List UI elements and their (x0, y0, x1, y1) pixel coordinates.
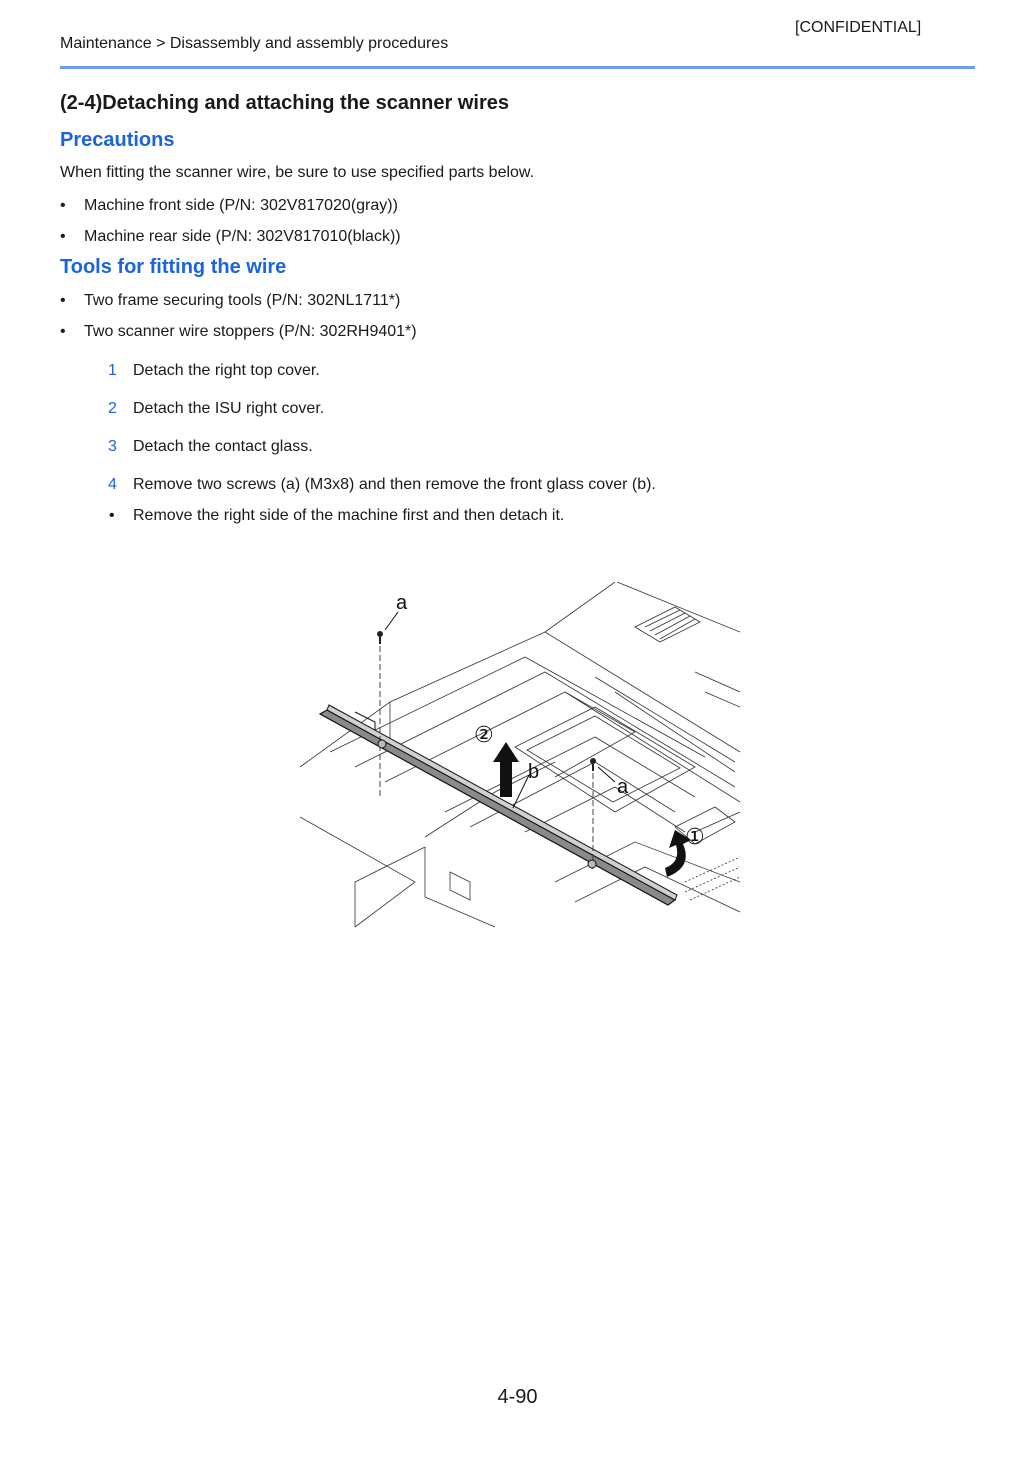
precaution-item-text: Machine front side (P/N: 302V817020(gray… (84, 197, 398, 214)
screw-icon (590, 758, 596, 771)
step-item: 3 Detach the contact glass. (108, 438, 313, 456)
callout-2: ② (474, 723, 494, 748)
step-number: 1 (108, 362, 117, 379)
step-note-text: Remove the right side of the machine fir… (133, 507, 565, 524)
step-text: Detach the ISU right cover. (133, 400, 325, 417)
precaution-item-text: Machine rear side (P/N: 302V817010(black… (84, 228, 401, 245)
label-cover-b: b (528, 761, 539, 783)
bullet-marker: • (60, 292, 66, 309)
breadcrumb: Maintenance > Disassembly and assembly p… (60, 35, 449, 52)
step-item: 1 Detach the right top cover. (108, 362, 320, 380)
precautions-intro: When fitting the scanner wire, be sure t… (60, 164, 535, 181)
step-text: Remove two screws (a) (M3x8) and then re… (133, 476, 656, 493)
header-rule (60, 66, 975, 69)
arrow-up-icon (493, 742, 519, 797)
curved-arrow-icon (665, 830, 691, 877)
label-screw-a-top: a (396, 592, 408, 614)
page-number: 4-90 (497, 1386, 538, 1408)
step-item: 2 Detach the ISU right cover. (108, 400, 324, 418)
bullet-marker: • (109, 507, 115, 524)
label-screw-a-right: a (617, 776, 629, 798)
step-number: 3 (108, 438, 117, 455)
step-item: 4 Remove two screws (a) (M3x8) and then r… (108, 476, 656, 494)
bullet-marker: • (60, 228, 66, 245)
scanner-figure: a a b ② ① (299, 582, 740, 928)
step-number: 4 (108, 476, 117, 493)
tools-heading: Tools for fitting the wire (60, 256, 287, 278)
callout-1: ① (685, 825, 705, 850)
front-glass-cover (318, 704, 678, 906)
tool-item-text: Two frame securing tools (P/N: 302NL1711… (84, 292, 401, 309)
screw-icon (377, 631, 383, 644)
step-number: 2 (108, 400, 117, 417)
bullet-marker: • (60, 323, 66, 340)
bullet-marker: • (60, 197, 66, 214)
section-title: (2-4)Detaching and attaching the scanner… (60, 92, 509, 114)
precautions-heading: Precautions (60, 129, 175, 151)
confidential-label: [CONFIDENTIAL] (795, 19, 922, 36)
tool-item-text: Two scanner wire stoppers (P/N: 302RH940… (84, 323, 417, 340)
step-text: Detach the contact glass. (133, 438, 313, 455)
step-text: Detach the right top cover. (133, 362, 320, 379)
